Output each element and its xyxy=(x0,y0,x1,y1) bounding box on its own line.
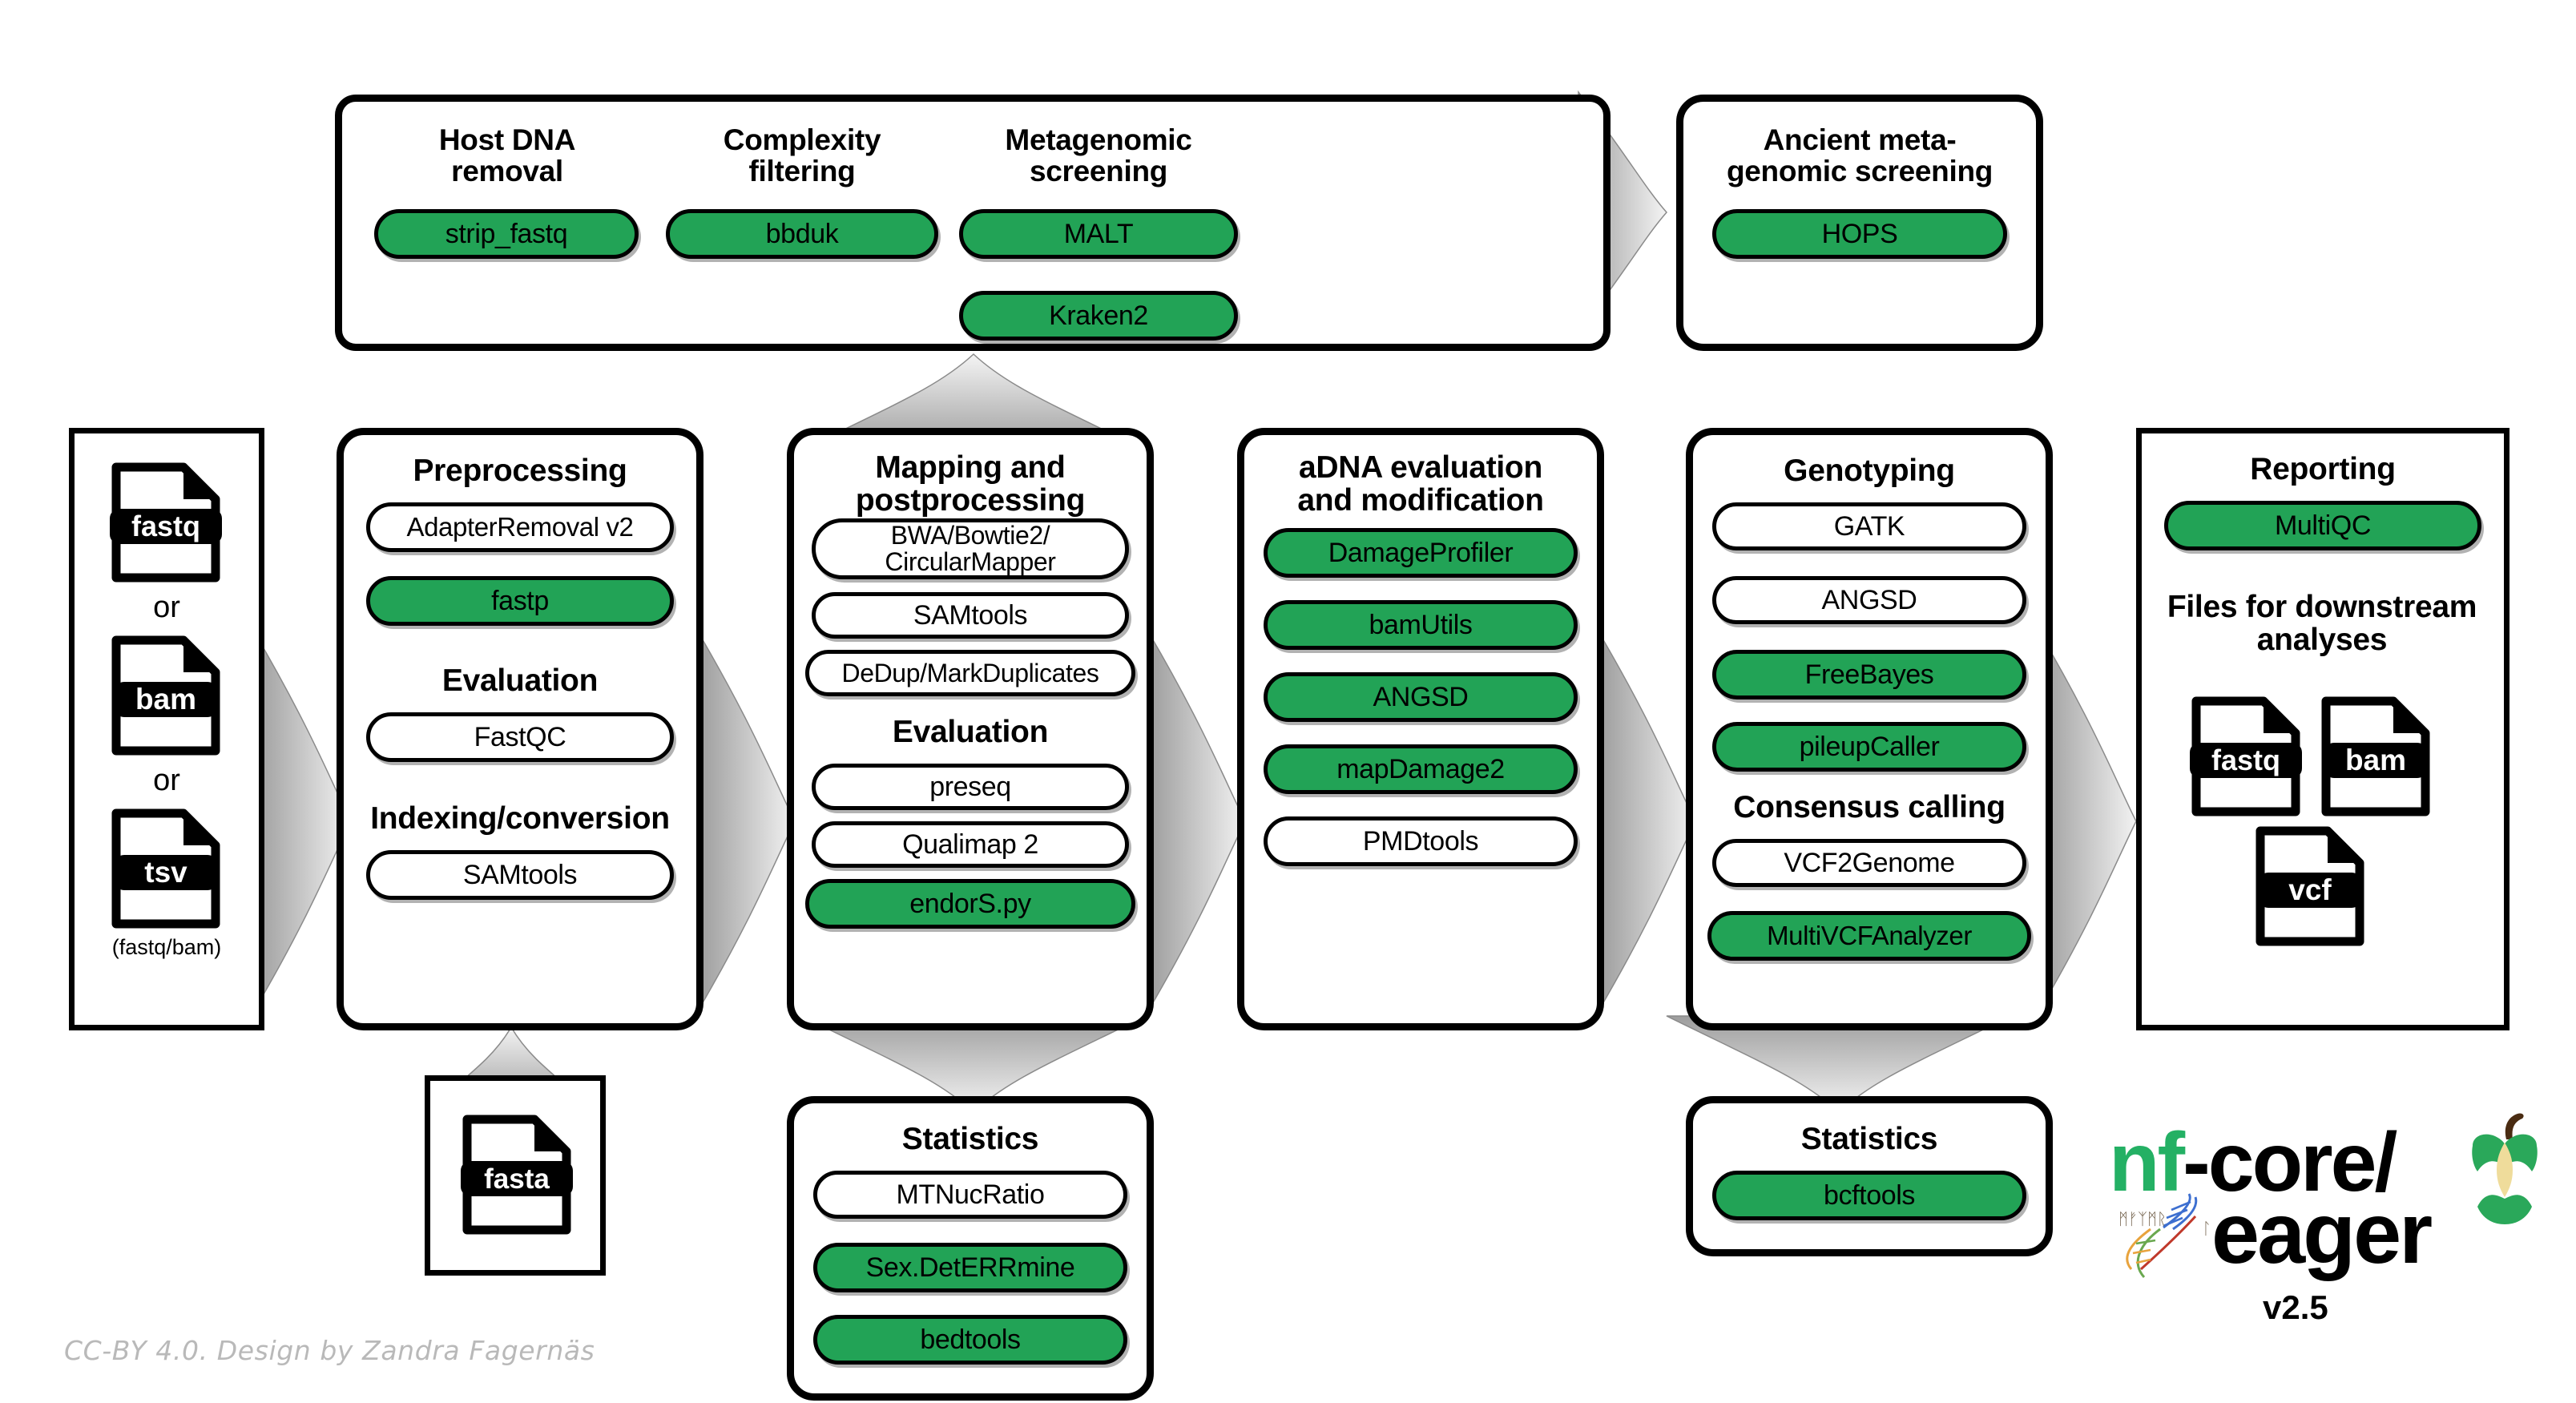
file-icon-vcf-output: vcf xyxy=(2254,826,2366,946)
genotyping-statistics-box: Statistics bcftools xyxy=(1686,1096,2053,1256)
mapping-statistics-box: Statistics MTNucRatio Sex.DetERRmine bed… xyxy=(787,1096,1154,1401)
logo-version: v2.5 xyxy=(2263,1288,2328,1326)
mapping-title: Mapping and postprocessing xyxy=(855,450,1086,518)
tool-samtools-mapping[interactable]: SAMtools xyxy=(812,592,1129,639)
tool-pileupcaller[interactable]: pileupCaller xyxy=(1712,722,2026,772)
tool-bamutils[interactable]: bamUtils xyxy=(1264,600,1578,650)
tool-sex-deterrmine[interactable]: Sex.DetERRmine xyxy=(813,1243,1127,1292)
svg-text:fastq: fastq xyxy=(131,510,200,542)
mapping-box: Mapping and postprocessing BWA/Bowtie2/ … xyxy=(787,428,1154,1030)
tool-bcftools[interactable]: bcftools xyxy=(1712,1171,2026,1220)
tool-bwa-bowtie2-circularmapper[interactable]: BWA/Bowtie2/ CircularMapper xyxy=(812,518,1129,579)
preprocessing-subsection-title-evaluation: Evaluation xyxy=(441,663,599,698)
screening-panel: Host DNA removal strip_fastq Complexity … xyxy=(335,95,1611,351)
apple-core-icon xyxy=(2457,1109,2553,1233)
screening-col-title-host-dna: Host DNA removal xyxy=(438,123,576,188)
tool-dedup-markduplicates[interactable]: DeDup/MarkDuplicates xyxy=(805,650,1135,696)
svg-text:fasta: fasta xyxy=(484,1163,550,1195)
reporting-box: Reporting MultiQC Files for downstream a… xyxy=(2136,428,2509,1030)
tool-qualimap-2[interactable]: Qualimap 2 xyxy=(812,821,1129,868)
svg-text:ᛚ: ᛚ xyxy=(2202,1219,2211,1238)
preprocessing-title: Preprocessing xyxy=(413,454,627,488)
svg-text:ᛗᚠᛉᛗᚱ: ᛗᚠᛉᛗᚱ xyxy=(2118,1209,2167,1228)
tool-bbduk[interactable]: bbduk xyxy=(666,209,938,259)
file-icon-bam-output: bam xyxy=(2320,696,2432,816)
tool-mtnucratio[interactable]: MTNucRatio xyxy=(813,1171,1127,1219)
preprocessing-subsection-title-indexing: Indexing/conversion xyxy=(370,801,670,836)
svg-text:bam: bam xyxy=(2345,744,2406,776)
genotyping-subsection-title-consensus: Consensus calling xyxy=(1733,790,2006,824)
logo-nf-text: nf xyxy=(2109,1116,2185,1209)
tool-malt[interactable]: MALT xyxy=(959,209,1238,259)
tool-damageprofiler[interactable]: DamageProfiler xyxy=(1264,528,1578,578)
tool-hops[interactable]: HOPS xyxy=(1712,209,2007,259)
credit-line: CC-BY 4.0. Design by Zandra Fagernäs xyxy=(64,1335,595,1366)
file-icon-fasta: fasta xyxy=(461,1115,573,1235)
genotyping-statistics-title: Statistics xyxy=(1800,1122,1938,1156)
tool-freebayes[interactable]: FreeBayes xyxy=(1712,650,2026,699)
dna-helix-icon: ᛗᚠᛉᛗᚱ ᛚ xyxy=(2115,1192,2235,1292)
adna-box: aDNA evaluation and modification DamageP… xyxy=(1237,428,1604,1030)
screening-col-title-metagenomic: Metagenomic screening xyxy=(1005,123,1192,188)
mapping-statistics-title: Statistics xyxy=(901,1122,1039,1156)
tool-strip-fastq[interactable]: strip_fastq xyxy=(374,209,639,259)
file-icon-bam: bam xyxy=(110,635,222,756)
ancient-screening-title: Ancient meta- genomic screening xyxy=(1726,123,1993,188)
input-separator-1: or xyxy=(153,591,180,624)
reference-box: fasta xyxy=(425,1075,606,1276)
arrow-genotyping-to-reporting xyxy=(2039,631,2144,1012)
tool-fastp[interactable]: fastp xyxy=(366,576,674,626)
svg-text:tsv: tsv xyxy=(144,856,187,889)
tool-vcf2genome[interactable]: VCF2Genome xyxy=(1712,839,2026,887)
input-separator-2: or xyxy=(153,764,180,797)
tool-fastqc[interactable]: FastQC xyxy=(366,712,674,762)
svg-text:vcf: vcf xyxy=(2288,873,2332,906)
ancient-screening-box: Ancient meta- genomic screening HOPS xyxy=(1676,95,2043,351)
svg-text:bam: bam xyxy=(135,683,196,716)
file-icon-fastq: fastq xyxy=(110,462,222,583)
nf-core-eager-logo: nf-core/ eager xyxy=(2109,1113,2558,1356)
tool-pmdtools[interactable]: PMDtools xyxy=(1264,816,1578,866)
tool-multivcfanalyzer[interactable]: MultiVCFAnalyzer xyxy=(1707,911,2031,961)
adna-title: aDNA evaluation and modification xyxy=(1297,450,1544,518)
logo-eager-text: eager xyxy=(2211,1184,2433,1281)
file-icon-tsv: tsv xyxy=(110,808,222,929)
tool-adapterremoval-v2[interactable]: AdapterRemoval v2 xyxy=(366,502,674,552)
tool-endors-py[interactable]: endorS.py xyxy=(805,879,1135,929)
preprocessing-box: Preprocessing AdapterRemoval v2 fastp Ev… xyxy=(337,428,703,1030)
tool-multiqc[interactable]: MultiQC xyxy=(2164,501,2481,550)
mapping-subsection-title-evaluation: Evaluation xyxy=(892,715,1049,749)
tool-mapdamage2[interactable]: mapDamage2 xyxy=(1264,744,1578,794)
reporting-downstream-title: Files for downstream analyses xyxy=(2167,590,2477,658)
file-icon-fastq-output: fastq xyxy=(2190,696,2302,816)
tool-bedtools[interactable]: bedtools xyxy=(813,1315,1127,1365)
tool-preseq[interactable]: preseq xyxy=(812,764,1129,810)
screening-col-title-complexity: Complexity filtering xyxy=(723,123,881,188)
tool-angsd-adna[interactable]: ANGSD xyxy=(1264,672,1578,722)
genotyping-box: Genotyping GATK ANGSD FreeBayes pileupCa… xyxy=(1686,428,2053,1030)
tool-gatk[interactable]: GATK xyxy=(1712,502,2026,550)
genotyping-title: Genotyping xyxy=(1784,454,1955,488)
inputs-box: fastq or bam or tsv (fastq/bam) xyxy=(69,428,264,1030)
tool-kraken2[interactable]: Kraken2 xyxy=(959,291,1238,341)
arrow-mapping-to-screening xyxy=(800,353,1147,451)
logo-core-text: -core/ xyxy=(2183,1116,2397,1209)
tool-samtools-preprocessing[interactable]: SAMtools xyxy=(366,850,674,900)
inputs-note: (fastq/bam) xyxy=(111,935,222,959)
reporting-title: Reporting xyxy=(2250,452,2396,486)
svg-text:fastq: fastq xyxy=(2211,744,2280,776)
logo-nf-core-text: nf-core/ xyxy=(2109,1115,2397,1211)
tool-angsd-genotyping[interactable]: ANGSD xyxy=(1712,576,2026,624)
